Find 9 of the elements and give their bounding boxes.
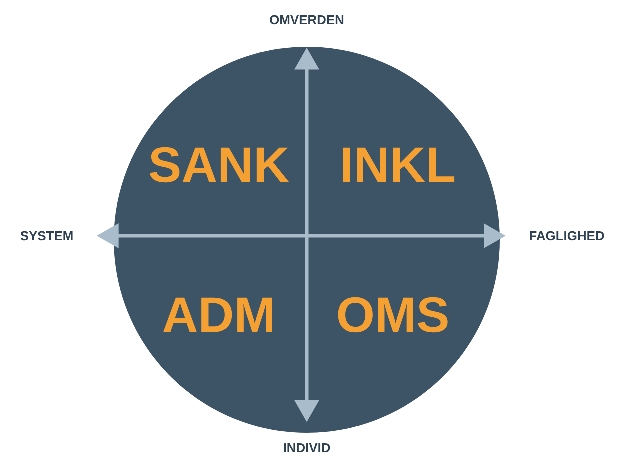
quadrant-label: SANK <box>150 147 290 183</box>
quadrant-label: INKL <box>343 148 455 182</box>
quadrant-label: ADM <box>164 298 272 332</box>
quadrant-label: OMS <box>338 297 448 333</box>
axis-label: INDIVID <box>284 444 330 452</box>
circle-background <box>114 47 500 433</box>
axis-label: FAGLIGHED <box>530 231 604 241</box>
axis-label: SYSTEM <box>20 231 73 241</box>
axis-label: OMVERDEN <box>270 15 344 25</box>
